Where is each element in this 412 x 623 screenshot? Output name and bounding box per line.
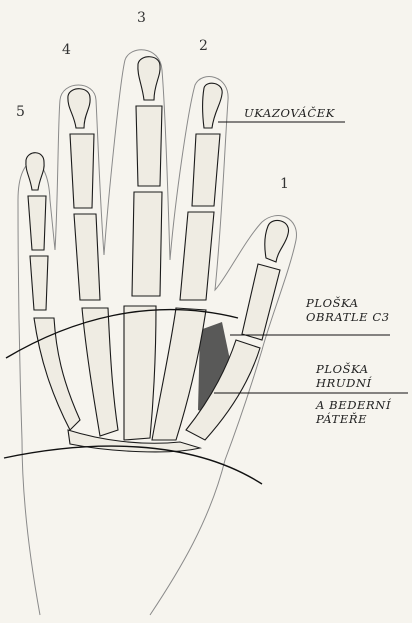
- ring-finger-bones: [68, 89, 118, 436]
- label-thoracic-line-1: PLOŠKA: [316, 362, 372, 376]
- label-thoracic-line-2: HRUDNÍ: [316, 376, 372, 390]
- label-index-finger: UKAZOVÁČEK: [244, 106, 335, 120]
- label-c3-line-1: PLOŠKA: [306, 296, 390, 310]
- middle-finger-bones: [124, 57, 162, 440]
- finger-number-4: 4: [62, 42, 71, 58]
- label-c3-surface: PLOŠKA OBRATLE C3: [306, 296, 390, 324]
- finger-number-5: 5: [16, 104, 25, 120]
- label-thoracic-line-3: A BEDERNÍ: [316, 398, 391, 412]
- little-finger-bones: [26, 153, 80, 430]
- finger-number-2: 2: [199, 38, 208, 54]
- label-c3-line-2: OBRATLE C3: [306, 310, 390, 324]
- finger-number-3: 3: [137, 10, 146, 26]
- label-thoracic-surface-bottom: A BEDERNÍ PÁTEŘE: [316, 398, 391, 426]
- label-thoracic-line-4: PÁTEŘE: [316, 412, 391, 426]
- label-thoracic-surface-top: PLOŠKA HRUDNÍ: [316, 362, 372, 390]
- finger-number-1: 1: [280, 176, 289, 192]
